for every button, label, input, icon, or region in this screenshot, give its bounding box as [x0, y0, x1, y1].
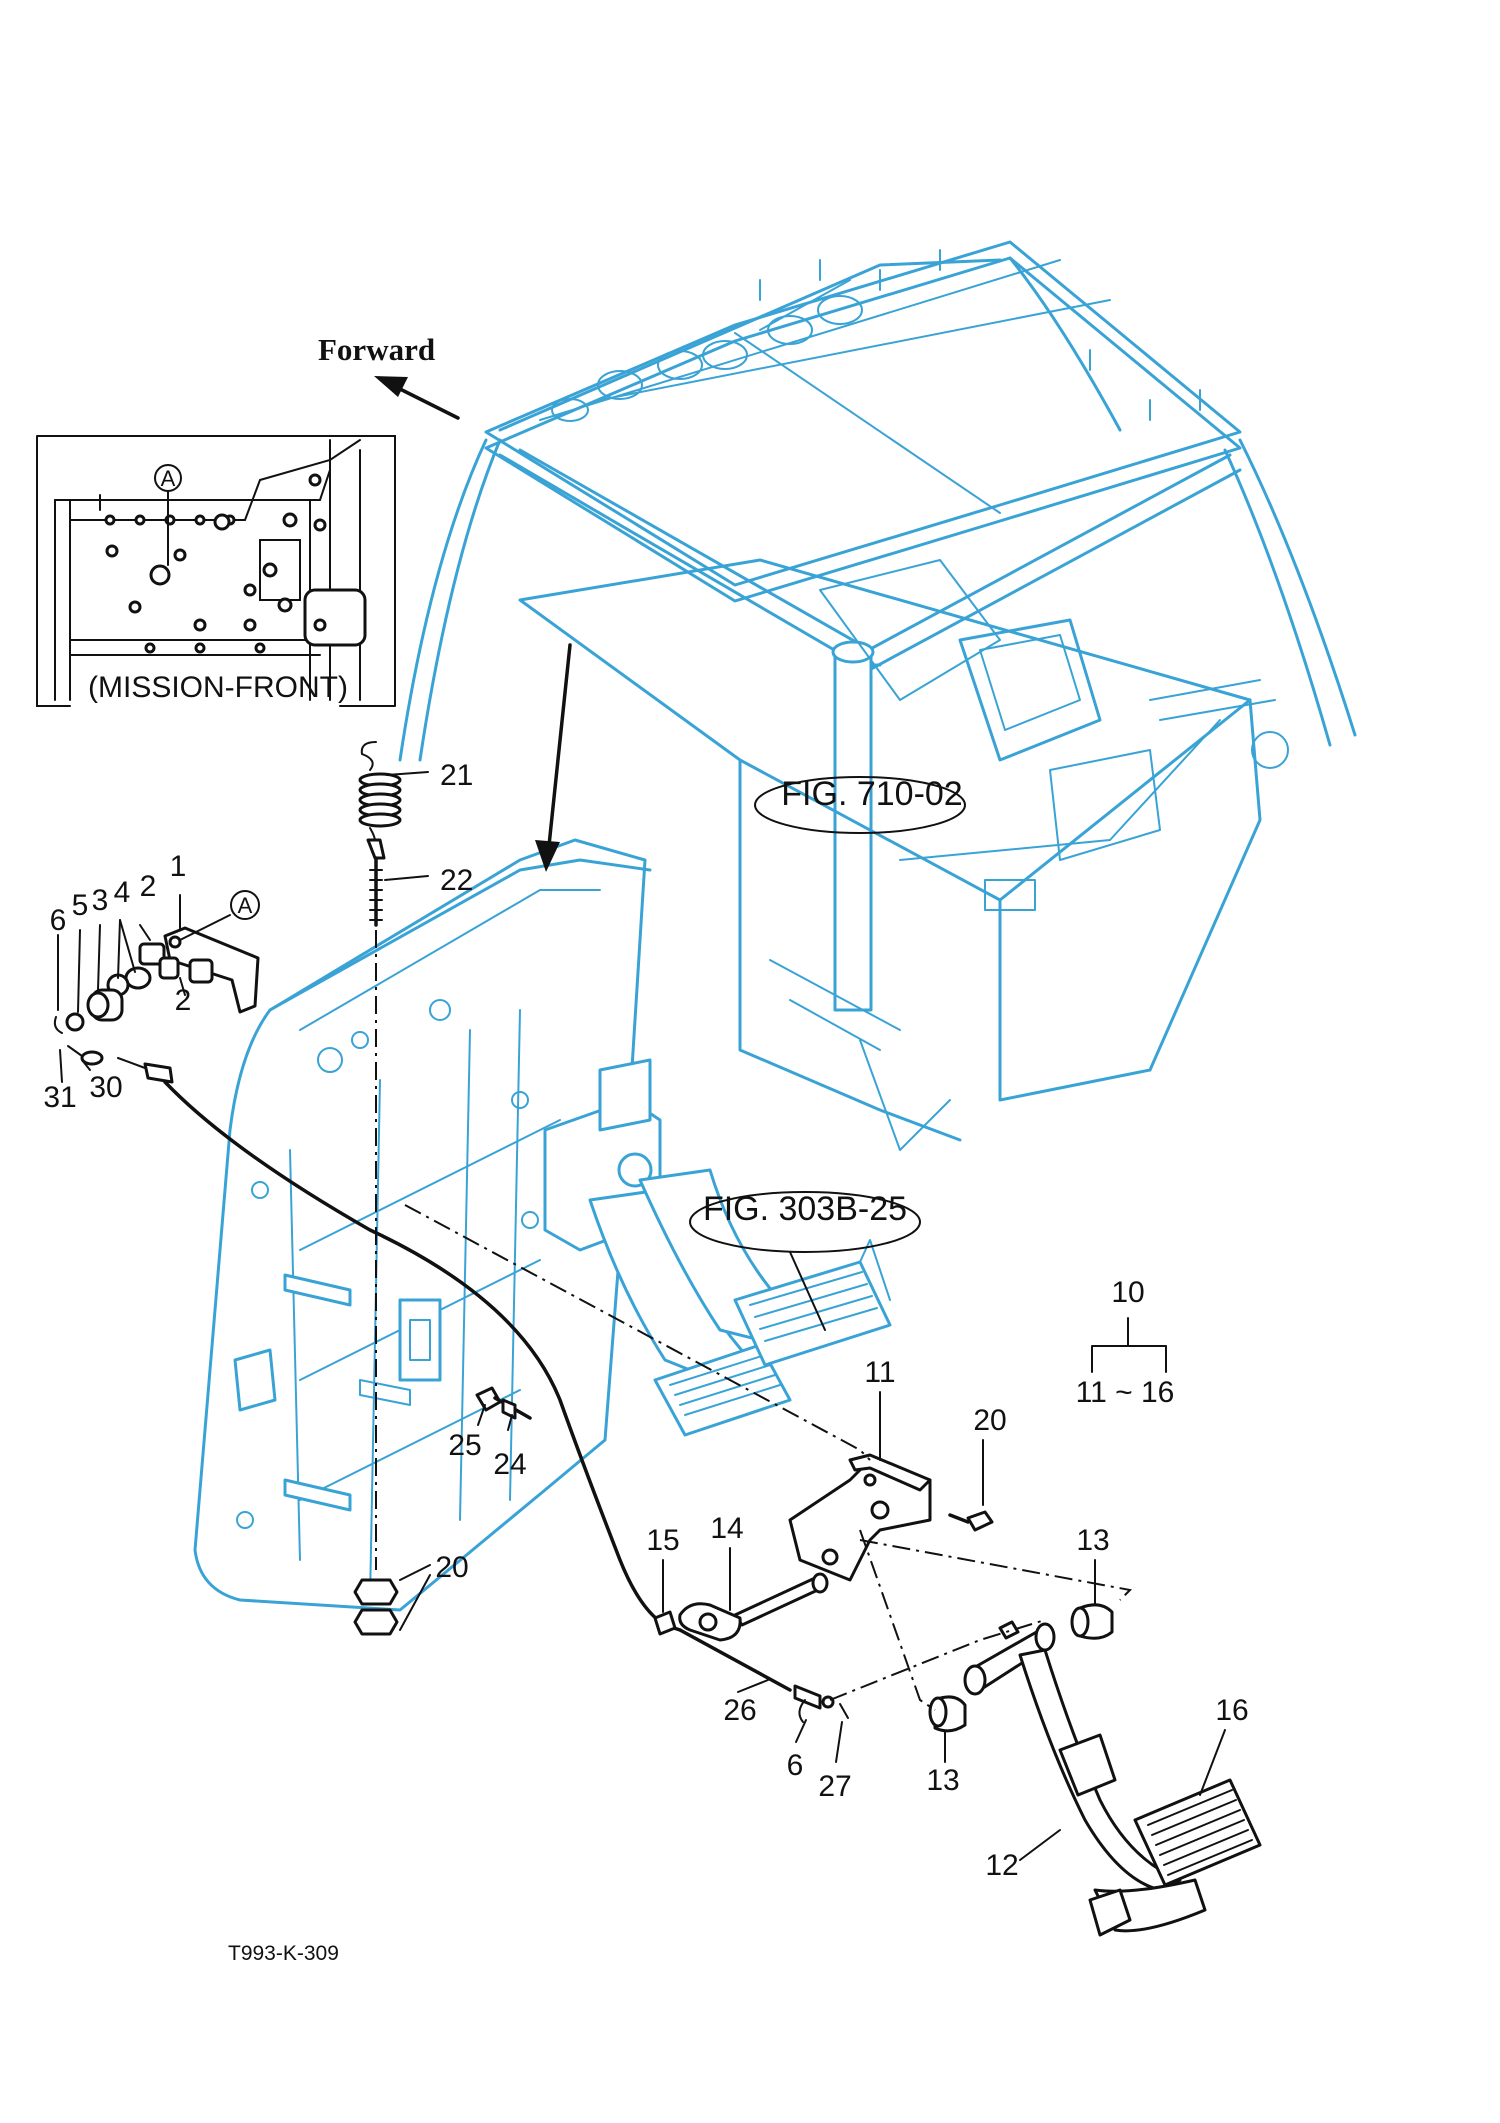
- svg-text:A: A: [238, 893, 253, 918]
- bushings: [928, 1603, 1114, 1733]
- brake-pedal: [963, 1620, 1207, 1937]
- callout-25: 25: [448, 1429, 481, 1462]
- callout-4: 4: [114, 876, 131, 909]
- pivot-shaft: [653, 1572, 829, 1642]
- callout-16: 16: [1215, 1694, 1248, 1727]
- svg-text:11 ~ 16: 11 ~ 16: [1076, 1376, 1175, 1409]
- forward-indicator: Forward: [318, 332, 460, 420]
- control-cable: [67, 1045, 849, 1723]
- assembly-group: 10 11 ~ 16: [1076, 1276, 1175, 1409]
- callout-30: 30: [89, 1071, 122, 1104]
- callout-3: 3: [92, 884, 109, 917]
- callout-14: 14: [710, 1512, 743, 1545]
- fig-ref-303b-25: FIG. 303B-25: [689, 1190, 921, 1331]
- return-spring: [358, 741, 402, 853]
- callout-15: 15: [646, 1524, 679, 1557]
- detail-marker-a: [230, 890, 260, 920]
- callout-2a: 2: [140, 870, 157, 903]
- callout-21: 21: [440, 759, 473, 792]
- spring-rod: [366, 838, 386, 1570]
- bracket-assembly: A: [53, 890, 260, 1034]
- cab-frame: [398, 240, 1357, 1151]
- callout-6a: 6: [50, 904, 67, 937]
- drawing-code: T993-K-309: [228, 1942, 339, 1965]
- hex-nuts: [353, 1578, 399, 1636]
- callout-6b: 6: [787, 1749, 804, 1782]
- fig-ref-label: FIG. 710-02: [781, 775, 962, 813]
- forward-label: Forward: [318, 332, 435, 367]
- fig-ref-label: FIG. 303B-25: [703, 1190, 907, 1228]
- callout-13b: 13: [926, 1764, 959, 1797]
- callout-13a: 13: [1076, 1524, 1109, 1557]
- svg-text:10: 10: [1111, 1276, 1144, 1309]
- svg-text:A: A: [161, 466, 176, 491]
- callout-numbers: 21 22 1 2 2 4 3 5 6 30 31 25 24 20 11 20…: [43, 759, 1248, 1882]
- callout-12: 12: [985, 1849, 1018, 1882]
- callout-leaders: [57, 771, 1226, 1861]
- callout-26: 26: [723, 1694, 756, 1727]
- location-arrow: [535, 643, 572, 872]
- callout-11: 11: [864, 1356, 895, 1389]
- front-panel: [193, 838, 892, 1612]
- pedal-bracket: [788, 1453, 994, 1582]
- inset-mission-front: A (MISSION-FRONT): [36, 435, 396, 707]
- fig-ref-710-02: FIG. 710-02: [754, 775, 966, 834]
- callout-2b: 2: [175, 984, 192, 1017]
- callout-5: 5: [72, 889, 89, 922]
- callout-27: 27: [818, 1770, 851, 1803]
- callout-31: 31: [43, 1081, 76, 1114]
- pedal-pad: [1133, 1778, 1262, 1887]
- callout-20b: 20: [973, 1404, 1006, 1437]
- bolt-and-nut: [475, 1386, 532, 1420]
- callout-22: 22: [440, 864, 473, 897]
- inset-label: (MISSION-FRONT): [88, 671, 348, 704]
- callout-24: 24: [493, 1448, 526, 1481]
- callout-1: 1: [170, 850, 187, 883]
- callout-20a: 20: [435, 1551, 468, 1584]
- phantom-lines: [404, 1204, 1133, 1711]
